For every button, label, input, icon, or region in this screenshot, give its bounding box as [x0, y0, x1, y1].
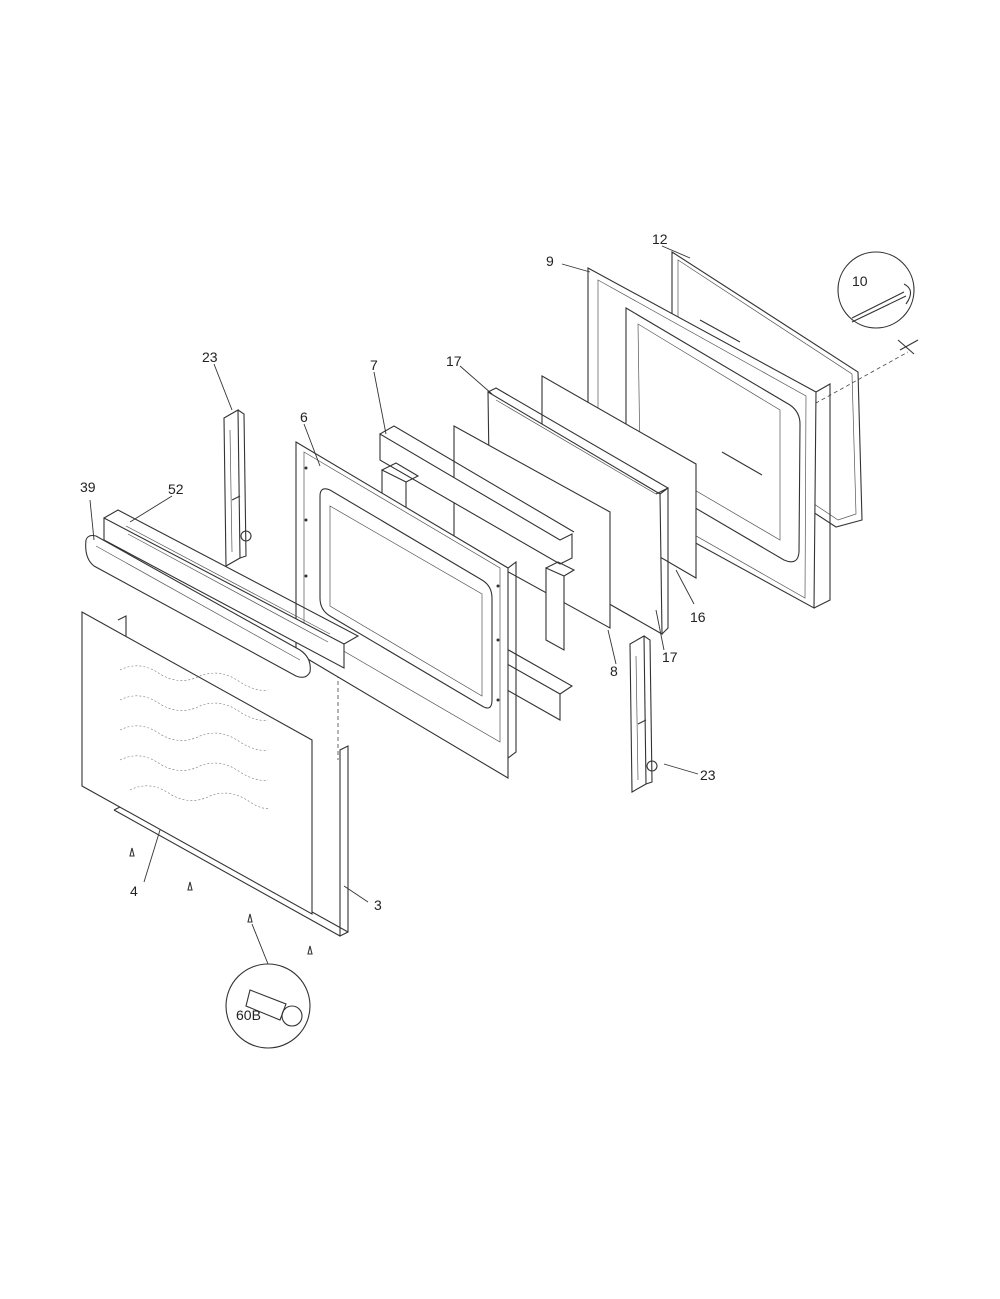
label-part-8: 8: [610, 663, 618, 679]
door-hinge-right: [629, 635, 658, 793]
label-part-7: 7: [370, 357, 378, 373]
callout-bolt: [837, 251, 919, 355]
label-part-39: 39: [80, 479, 96, 495]
label-part-60b: 60B: [236, 1007, 261, 1023]
leader-lines: [89, 245, 699, 965]
label-part-10: 10: [852, 273, 868, 289]
label-part-17-bottom: 17: [662, 649, 678, 665]
label-part-23-top: 23: [202, 349, 218, 365]
label-part-23-bottom: 23: [700, 767, 716, 783]
outer-door-glass: [81, 611, 313, 915]
door-frame: [295, 441, 517, 779]
label-part-9: 9: [546, 253, 554, 269]
label-part-4: 4: [130, 883, 138, 899]
label-part-12: 12: [652, 231, 668, 247]
label-part-52: 52: [168, 481, 184, 497]
label-part-3: 3: [374, 897, 382, 913]
door-top-trim: [103, 509, 360, 669]
door-hinge-left: [223, 409, 252, 567]
label-part-6: 6: [300, 409, 308, 425]
door-screws: [129, 847, 313, 955]
door-handle: [85, 534, 311, 678]
label-part-17-top: 17: [446, 353, 462, 369]
callout-screw: [225, 963, 311, 1049]
label-part-16: 16: [690, 609, 706, 625]
